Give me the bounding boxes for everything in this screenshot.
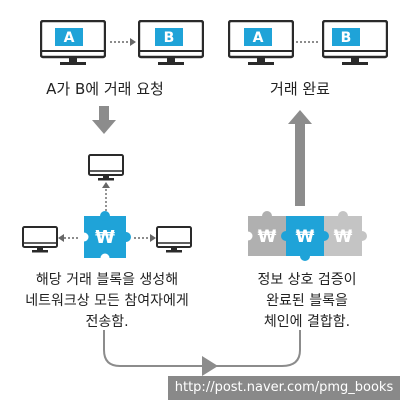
won-symbol: ₩ (95, 227, 115, 248)
left-computer-a: A (40, 20, 106, 66)
complete-caption: 거래 완료 (270, 80, 330, 98)
label-box-a (244, 28, 272, 46)
caption-line: 정보 상호 검증이 (257, 272, 357, 288)
up-arrow-icon (288, 110, 312, 206)
arrowhead-icon (130, 38, 136, 46)
won-symbol: ₩ (296, 227, 315, 247)
caption-line: 네트워크상 모든 참여자에게 (25, 293, 189, 309)
label-box-a (55, 28, 83, 46)
caption-line: 체인에 결합함. (263, 314, 351, 330)
source-watermark: http://post.naver.com/pmg_books (168, 376, 400, 400)
network-monitor-right (156, 226, 192, 254)
right-computer-b: B (322, 20, 388, 66)
request-caption: A가 B에 거래 요청 (46, 80, 164, 98)
caption-line: 해당 거래 블록을 생성해 (35, 272, 179, 288)
down-arrow-icon (92, 106, 116, 134)
chain-block-right (324, 216, 362, 256)
arrowhead-icon (150, 234, 156, 242)
chain-block-center (286, 216, 324, 256)
puzzle-block-icon: ₩ (79, 211, 131, 263)
arrowhead-icon (58, 234, 64, 242)
network-monitor-top (88, 154, 124, 182)
broadcast-caption: 해당 거래 블록을 생성해 네트워크상 모든 참여자에게 전송함. (2, 270, 212, 333)
computer-a-label: A (253, 30, 264, 46)
won-symbol: ₩ (334, 227, 353, 247)
right-arrow-icon (202, 356, 218, 376)
caption-line: 완료된 블록을 (266, 293, 348, 309)
computer-b-label: B (341, 30, 352, 46)
network-monitor-left (22, 226, 58, 254)
computer-a-label: A (64, 30, 75, 46)
right-computer-a: A (228, 20, 294, 66)
chain-caption: 정보 상호 검증이 완료된 블록을 체인에 결합함. (222, 270, 392, 333)
label-box-b (332, 28, 360, 46)
chain-block-left (248, 216, 286, 256)
won-symbol: ₩ (258, 227, 277, 247)
label-box-b (155, 28, 183, 46)
block-chain-group: ₩ ₩ ₩ (243, 211, 367, 261)
flow-connector (103, 330, 301, 367)
arrowhead-icon (102, 182, 110, 188)
computer-b-label: B (164, 30, 175, 46)
caption-line: 전송함. (85, 314, 129, 330)
left-computer-b: B (138, 20, 204, 66)
